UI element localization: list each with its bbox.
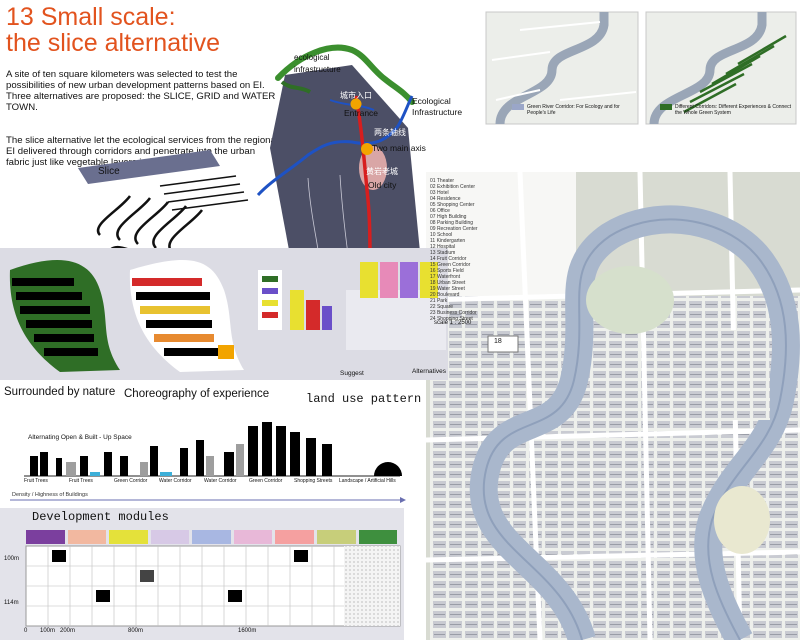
module-color-swatch bbox=[358, 530, 398, 544]
section-label: Fruit Trees bbox=[24, 478, 48, 484]
legend-item: 16 Sports Field bbox=[430, 268, 464, 274]
section-labels: Fruit Trees Fruit Trees Green Corridor Wate… bbox=[24, 478, 404, 488]
module-color-swatch bbox=[275, 530, 314, 544]
legend-item: 15 Green Corridor bbox=[430, 262, 471, 268]
legend-item: 12 Hospital bbox=[430, 244, 456, 250]
ecological-label-right: Ecological Infrastructure bbox=[412, 96, 463, 117]
old-city-label: Old city bbox=[368, 180, 397, 190]
section-label: Landscape / Artificial Hills bbox=[339, 478, 396, 484]
modules-panel bbox=[0, 508, 404, 640]
legend-item: 10 School bbox=[430, 232, 453, 238]
different-corridors-caption: Different Corridors: Different Experienc… bbox=[675, 104, 791, 116]
legend-item: 07 High Building bbox=[430, 214, 467, 220]
section-label: Green Corridor bbox=[249, 478, 283, 484]
slice-label: Slice bbox=[98, 166, 120, 177]
module-color-swatch bbox=[316, 530, 356, 544]
section-diagram bbox=[10, 422, 406, 503]
green-river-caption: Green River Corridor: For Ecology and fo… bbox=[527, 104, 620, 116]
entrance-label: Entrance bbox=[344, 108, 379, 118]
density-note: Density / Highness of Buildings bbox=[12, 492, 88, 498]
legend-item: 24 Shopping Street bbox=[430, 316, 473, 322]
modules-row-label-1: 100m bbox=[4, 556, 20, 562]
legend-item: 23 Business Corridor bbox=[430, 310, 477, 316]
modules-tick-1: 100m bbox=[40, 628, 56, 634]
main-axis-label: Two main axis bbox=[372, 143, 426, 153]
plan-block-number: 18 bbox=[494, 338, 502, 345]
legend-item: 08 Parking Building bbox=[430, 220, 474, 226]
old-city-label-cn: 黄岩老城 bbox=[366, 167, 398, 176]
modules-row-label-2: 114m bbox=[4, 600, 19, 606]
section-title: Alternating Open & Built - Up Space bbox=[28, 434, 132, 441]
modules-tick-0: 0 bbox=[24, 628, 28, 634]
main-axis-label-cn: 两条轴线 bbox=[374, 128, 406, 137]
intro-paragraph-1: A site of ten square kilometers was sele… bbox=[6, 69, 276, 113]
section-label: Water Corridor bbox=[159, 478, 192, 484]
modules-tick-2: 200m bbox=[60, 628, 76, 634]
module-color-bar bbox=[26, 530, 400, 544]
legend-item: 19 Water Street bbox=[430, 286, 465, 292]
master-plan bbox=[425, 171, 800, 640]
modules-title: Development modules bbox=[32, 510, 169, 524]
module-color-swatch bbox=[67, 530, 107, 544]
module-color-swatch bbox=[233, 530, 273, 544]
module-color-swatch bbox=[26, 530, 65, 544]
legend-item: 21 Park bbox=[430, 298, 448, 304]
legend-item: 14 Fruit Corridor bbox=[430, 256, 467, 262]
surrounded-label: Surrounded by nature bbox=[4, 386, 116, 398]
corridor-panel-green-river bbox=[485, 11, 639, 125]
legend-item: 11 Kindergarten bbox=[430, 238, 466, 244]
strip-panel bbox=[0, 248, 448, 380]
modules-tick-4: 1600m bbox=[238, 628, 257, 634]
module-color-swatch bbox=[192, 530, 231, 544]
suggest-label: Suggest bbox=[340, 370, 364, 377]
legend-item: 04 Residence bbox=[430, 196, 461, 202]
intro-text: A site of ten square kilometers was sele… bbox=[6, 58, 278, 168]
legend-item: 22 Square bbox=[430, 304, 454, 310]
section-label: Green Corridor bbox=[114, 478, 148, 484]
module-color-swatch bbox=[109, 530, 148, 544]
legend-item: 13 Stadium bbox=[430, 250, 456, 256]
legend-item: 01 Theater bbox=[430, 178, 455, 184]
legend-item: 03 Hotel bbox=[430, 190, 449, 196]
modules-tick-3: 800m bbox=[128, 628, 144, 634]
module-color-swatch bbox=[150, 530, 190, 544]
alternatives-label: Alternatives bbox=[412, 368, 446, 375]
ecological-label: ecological infrastructure bbox=[294, 53, 341, 74]
legend-item: 09 Recreation Center bbox=[430, 226, 478, 232]
corridor-panel-different bbox=[645, 11, 797, 125]
legend-item: 05 Shopping Center bbox=[430, 202, 475, 208]
site-map bbox=[256, 44, 420, 290]
legend-item: 18 Urban Street bbox=[430, 280, 466, 286]
legend-item: 17 Waterfront bbox=[430, 274, 461, 280]
section-label: Water Corridor bbox=[204, 478, 237, 484]
section-label: Fruit Trees bbox=[69, 478, 93, 484]
section-label: Shopping Streets bbox=[294, 478, 333, 484]
legend-item: 06 Office bbox=[430, 208, 450, 214]
slice-sketch bbox=[78, 150, 249, 255]
entrance-label-cn: 城市入口 bbox=[340, 91, 372, 100]
land-use-label: land use pattern bbox=[306, 392, 422, 406]
legend-item: 20 Boulevard bbox=[430, 292, 460, 298]
legend-item: 02 Exhibition Center bbox=[430, 184, 476, 190]
page-title: 13 Small scale: the slice alternative bbox=[6, 3, 221, 57]
plan-scale: scale 1 : 2500 bbox=[434, 320, 472, 326]
choreography-label: Choreography of experience bbox=[124, 388, 270, 400]
